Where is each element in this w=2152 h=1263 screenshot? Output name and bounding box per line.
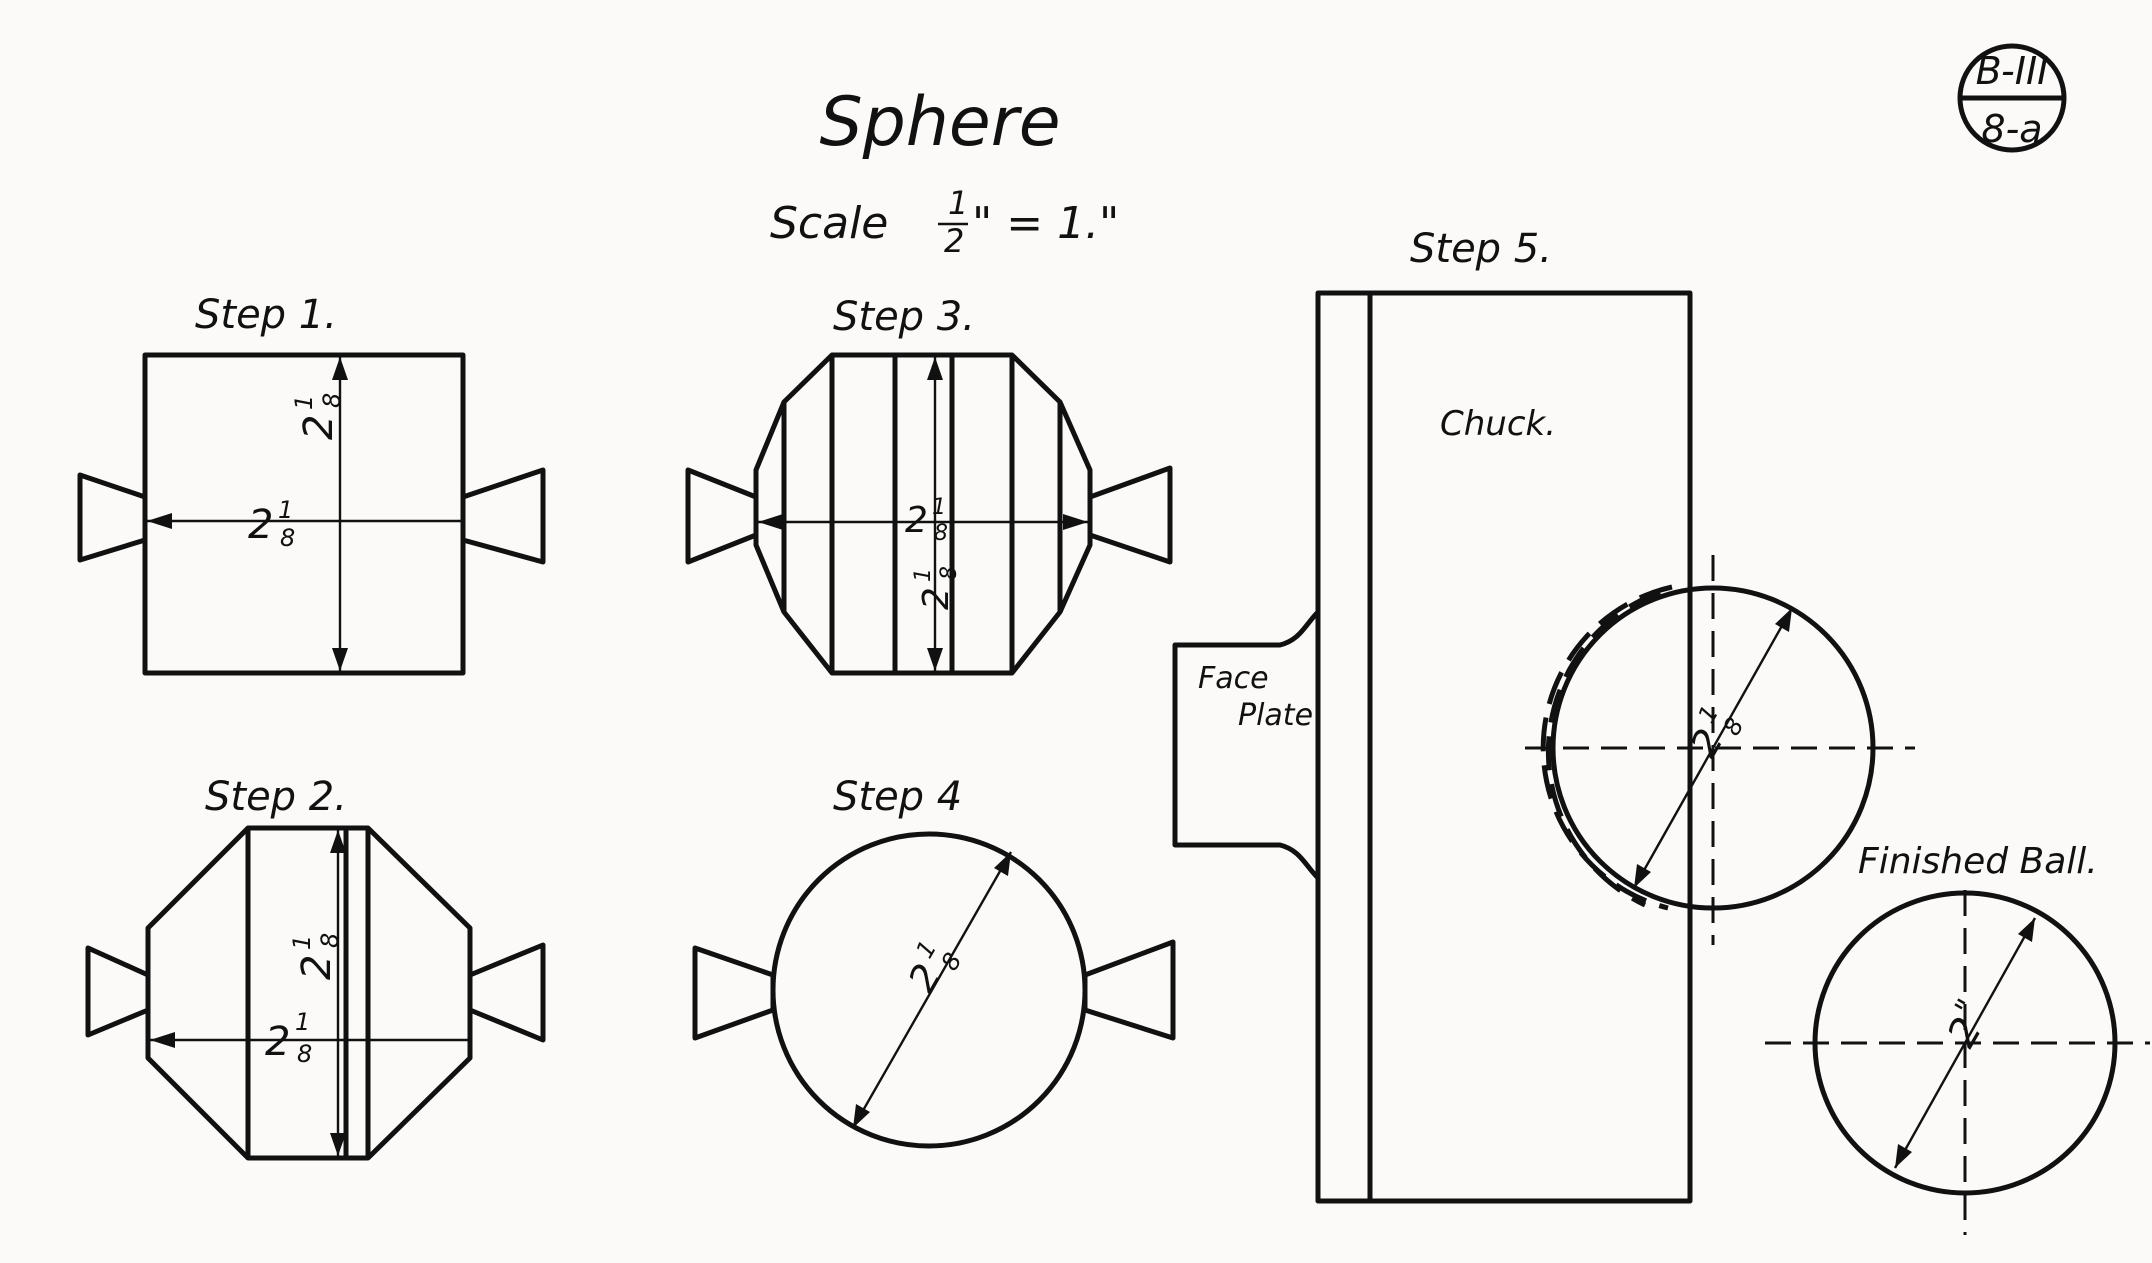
step5-label: Step 5. [1410,226,1552,272]
step2-dim-vertical: 2 1 8 [288,933,344,980]
chuck-label: Chuck. [1440,404,1556,444]
svg-text:8: 8 [318,393,346,408]
scale-note: Scale 1 2 " = 1." [770,184,1119,260]
step3-left-center [685,467,759,565]
step2-figure: Step 2. 2 1 8 2 1 8 [85,774,546,1161]
finished-ball-label: Finished Ball. [1858,841,2098,882]
step5-figure: Step 5. Chuck. Face Plate 2 1 8 [1172,226,1915,1204]
svg-text:2: 2 [265,1019,290,1065]
step1-right-center [460,467,546,565]
svg-text:2: 2 [296,415,342,440]
finished-ball-dim: 2 " [1939,993,1992,1055]
step4-left-center [692,945,776,1041]
svg-text:1: 1 [278,496,293,524]
svg-text:2: 2 [294,955,340,980]
svg-text:1: 1 [290,395,318,410]
svg-text:8: 8 [280,524,295,552]
svg-text:2: 2 [248,502,273,548]
svg-text:1: 1 [295,1008,310,1036]
svg-text:8: 8 [297,1040,312,1068]
title: Sphere [819,83,1060,162]
ball-dashed-outer [1540,584,1673,911]
step2-label: Step 2. [205,774,347,820]
step4-right-center [1082,939,1176,1041]
scale-numerator: 1 [948,184,968,222]
face-label: Face [1198,661,1269,696]
step2-octagon [145,825,473,1161]
face-plate [1172,610,1320,880]
svg-text:8: 8 [934,521,948,546]
svg-text:1: 1 [911,568,936,582]
plate-label: Plate [1238,698,1313,733]
step3-right-center [1087,465,1173,565]
step1-dim-vertical: 2 1 8 [290,393,346,440]
step4-label: Step 4 [833,774,962,820]
svg-text:8: 8 [316,933,344,948]
svg-text:2: 2 [905,500,928,541]
svg-text:8: 8 [937,566,962,580]
step3-figure: Step 3. 2 1 8 2 1 8 [685,294,1173,676]
step3-dim-vertical: 2 1 8 [911,566,962,610]
scale-equals: " = 1." [972,198,1119,249]
svg-text:8: 8 [936,948,968,975]
svg-text:2: 2 [916,587,957,610]
step3-dim-horizontal: 2 1 8 [905,495,948,546]
svg-text:1: 1 [288,935,316,950]
plate-id-circle: B-III 8-a [1957,43,2067,153]
step1-dim-horizontal: 2 1 8 [248,496,295,552]
step4-dim-diameter: 2 1 8 [900,936,968,1000]
step2-right-center [467,942,546,1043]
svg-text:1: 1 [932,495,946,520]
step4-figure: Step 4 2 1 8 [692,774,1176,1149]
step2-left-center [85,945,151,1038]
svg-text:8: 8 [1718,713,1750,740]
step1-left-center [77,472,148,563]
plate-id-bottom: 8-a [1981,107,2042,151]
step1-label: Step 1. [195,292,337,338]
plate-id-top: B-III [1976,49,2049,93]
step3-label: Step 3. [833,294,975,340]
scale-prefix: Scale [770,198,888,249]
step2-dim-horizontal: 2 1 8 [265,1008,312,1068]
finished-ball-figure: Finished Ball. 2 " [1765,841,2150,1235]
scale-denominator: 2 [944,222,964,260]
step1-figure: Step 1. 2 1 8 2 1 8 [77,292,546,676]
